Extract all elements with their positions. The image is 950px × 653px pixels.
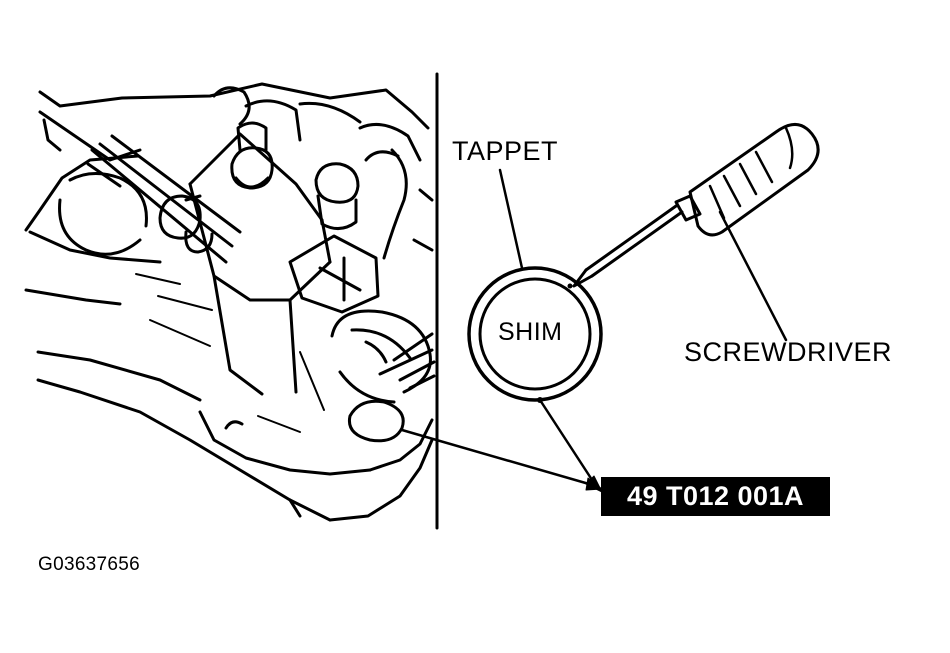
cylinder-head-illustration <box>24 82 436 522</box>
screwdriver-illustration <box>572 123 820 288</box>
tool-leader-upper <box>538 398 598 488</box>
tappet-outer-ring <box>467 266 603 402</box>
tappet-shim-detail <box>467 266 603 402</box>
tappet-label: TAPPET <box>452 136 559 166</box>
arrowhead-lower <box>585 477 603 491</box>
tappet-leader <box>498 168 524 270</box>
shim-label: SHIM <box>498 318 563 346</box>
shim-disc <box>478 277 592 391</box>
screwdriver-leader <box>718 210 788 342</box>
leader-lines <box>400 168 788 488</box>
tool-part-number-tag: 49 T012 001A <box>601 477 830 516</box>
figure-id-label: G03637656 <box>38 554 141 575</box>
screwdriver-label: SCREWDRIVER <box>684 337 893 367</box>
tool-leader-lower <box>400 428 598 488</box>
